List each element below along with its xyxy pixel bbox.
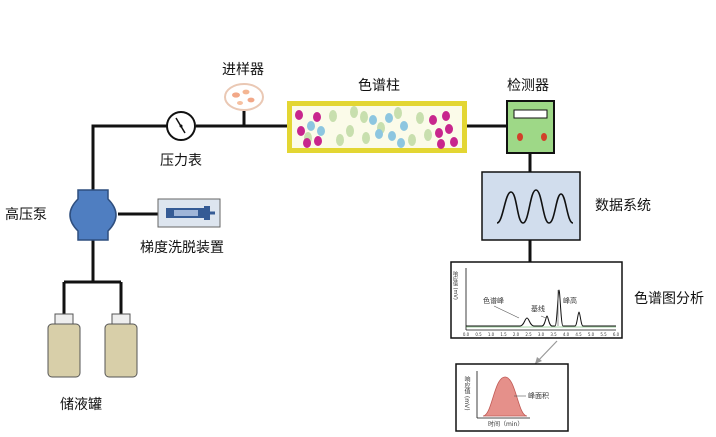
peak-detail-y-axis-label: 响应值 (mV)	[463, 376, 470, 411]
peak-detail-panel	[455, 363, 569, 432]
column-icon	[287, 101, 467, 153]
injector-label: 进样器	[222, 62, 264, 78]
pump-label: 高压泵	[5, 207, 47, 223]
x-tick-label: 3.0	[538, 332, 545, 337]
reservoir-label: 储液罐	[60, 397, 102, 413]
detector-label: 检测器	[507, 78, 549, 94]
x-tick-label: 1.5	[500, 332, 507, 337]
data-system-icon	[481, 171, 581, 241]
peak-height-label: 峰高	[563, 297, 577, 305]
zoom-arrow	[534, 340, 558, 365]
column-label: 色谱柱	[358, 78, 400, 94]
tubing	[62, 111, 532, 314]
x-tick-label: 5.0	[588, 332, 595, 337]
peak-detail-x-axis-label: 时间（min）	[488, 421, 524, 428]
analysis-label: 色谱图分析	[634, 291, 704, 307]
x-tick-label: 4.0	[563, 332, 570, 337]
pressure-gauge-label: 压力表	[160, 153, 202, 169]
reservoir-bottle-left-icon	[47, 313, 81, 378]
baseline-label: 基线	[531, 305, 545, 313]
chromatogram-x-ticks: 0.0 0.5 1.0 1.5 2.0 2.5 3.0 3.5 4.0 4.5 5.0 5.5 6.0	[463, 332, 620, 337]
injector-icon	[224, 83, 264, 111]
pressure-gauge-icon	[166, 111, 196, 141]
x-tick-label: 0.5	[475, 332, 482, 337]
x-tick-label: 1.0	[488, 332, 495, 337]
pump-icon	[69, 189, 117, 241]
x-tick-label: 0.0	[463, 332, 470, 337]
reservoir-bottle-right-icon	[104, 313, 138, 378]
peak-area-label: 峰面积	[528, 392, 549, 400]
gradient-elution-icon	[157, 198, 221, 228]
detector-icon	[506, 100, 555, 154]
x-tick-label: 3.5	[550, 332, 557, 337]
x-tick-label: 2.0	[513, 332, 520, 337]
data-system-label: 数据系统	[595, 198, 651, 214]
gradient-elution-label: 梯度洗脱装置	[140, 240, 224, 256]
chromatogram-panel: 0.0 0.5 1.0 1.5 2.0 2.5 3.0 3.5 4.0 4.5 5.0 5.5 6.0	[450, 261, 623, 339]
x-tick-label: 6.0	[613, 332, 620, 337]
x-tick-label: 4.5	[575, 332, 582, 337]
x-tick-label: 5.5	[600, 332, 607, 337]
chromatogram-y-axis-label: 响应值 (mV)	[452, 271, 458, 300]
x-tick-label: 2.5	[525, 332, 532, 337]
solvent-peak-label: 色谱峰	[483, 297, 504, 305]
